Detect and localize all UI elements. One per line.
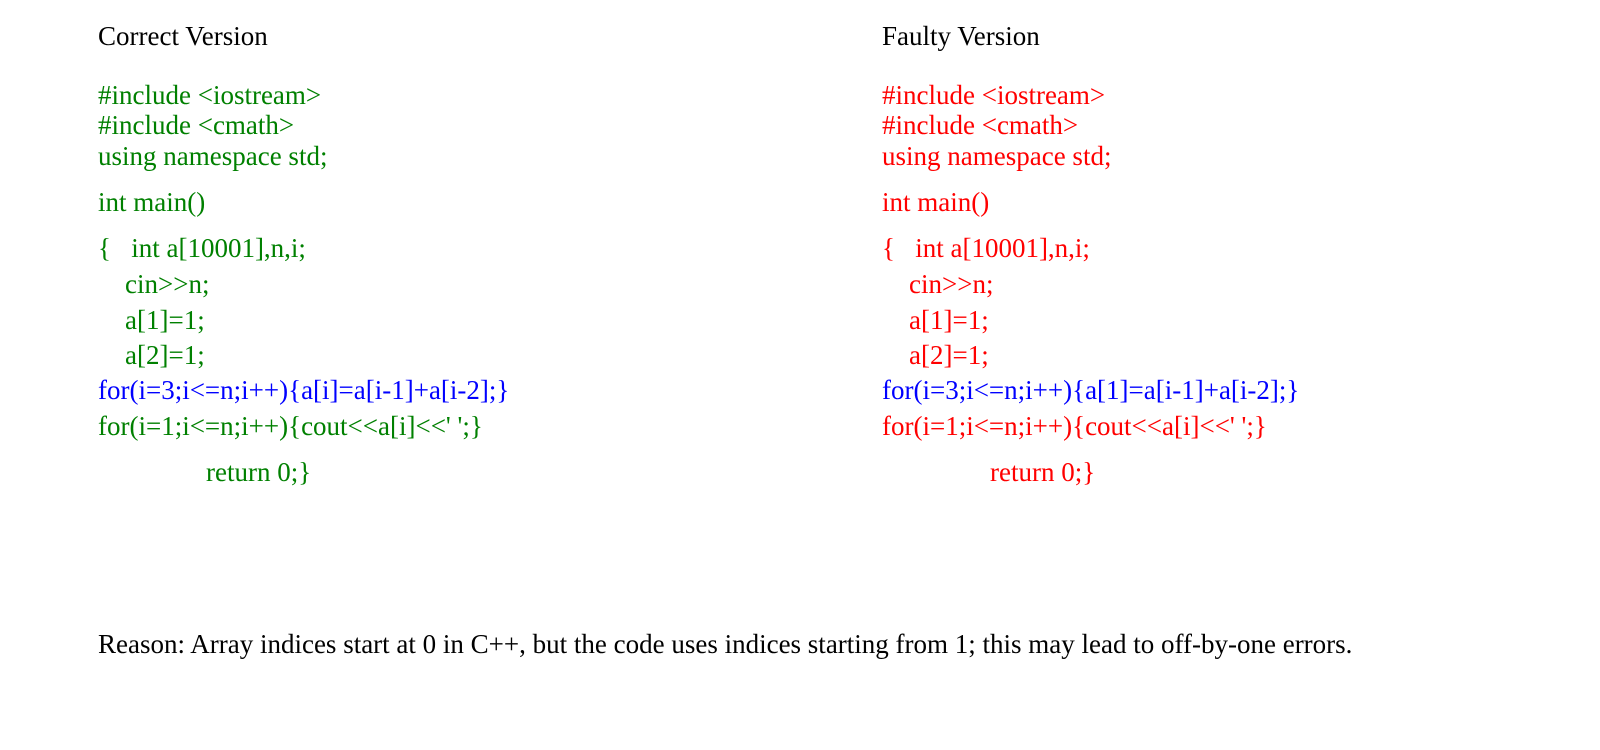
- faulty-code-line-10: for(i=1;i<=n;i++){cout<<a[i]<<' ';}: [882, 411, 1267, 441]
- correct-code-line-5: { int a[10001],n,i;: [98, 233, 306, 263]
- faulty-code-line-7: a[1]=1;: [882, 305, 989, 335]
- faulty-code-line-4: int main(): [882, 187, 990, 217]
- correct-code-line-11: return 0;}: [98, 457, 312, 487]
- faulty-code-line-11: return 0;}: [882, 457, 1096, 487]
- correct-code-line-2: #include <cmath>: [98, 110, 295, 140]
- correct-code-line-6: cin>>n;: [98, 269, 210, 299]
- correct-code-line-7: a[1]=1;: [98, 305, 205, 335]
- faulty-code-line-6: cin>>n;: [882, 269, 994, 299]
- correct-version-title: Correct Version: [98, 21, 268, 51]
- correct-code-line-8: a[2]=1;: [98, 340, 205, 370]
- correct-code-line-3: using namespace std;: [98, 141, 328, 171]
- correct-code-line-1: #include <iostream>: [98, 80, 322, 110]
- correct-code-line-10: for(i=1;i<=n;i++){cout<<a[i]<<' ';}: [98, 411, 483, 441]
- faulty-code-line-3: using namespace std;: [882, 141, 1112, 171]
- faulty-code-line-1: #include <iostream>: [882, 80, 1106, 110]
- faulty-code-line-8: a[2]=1;: [882, 340, 989, 370]
- faulty-code-line-5: { int a[10001],n,i;: [882, 233, 1090, 263]
- faulty-version-title: Faulty Version: [882, 21, 1040, 51]
- reason-text: Reason: Array indices start at 0 in C++,…: [98, 629, 1353, 659]
- correct-code-line-9: for(i=3;i<=n;i++){a[i]=a[i-1]+a[i-2];}: [98, 375, 510, 405]
- faulty-code-line-9: for(i=3;i<=n;i++){a[1]=a[i-1]+a[i-2];}: [882, 375, 1300, 405]
- faulty-code-line-2: #include <cmath>: [882, 110, 1079, 140]
- correct-code-line-4: int main(): [98, 187, 206, 217]
